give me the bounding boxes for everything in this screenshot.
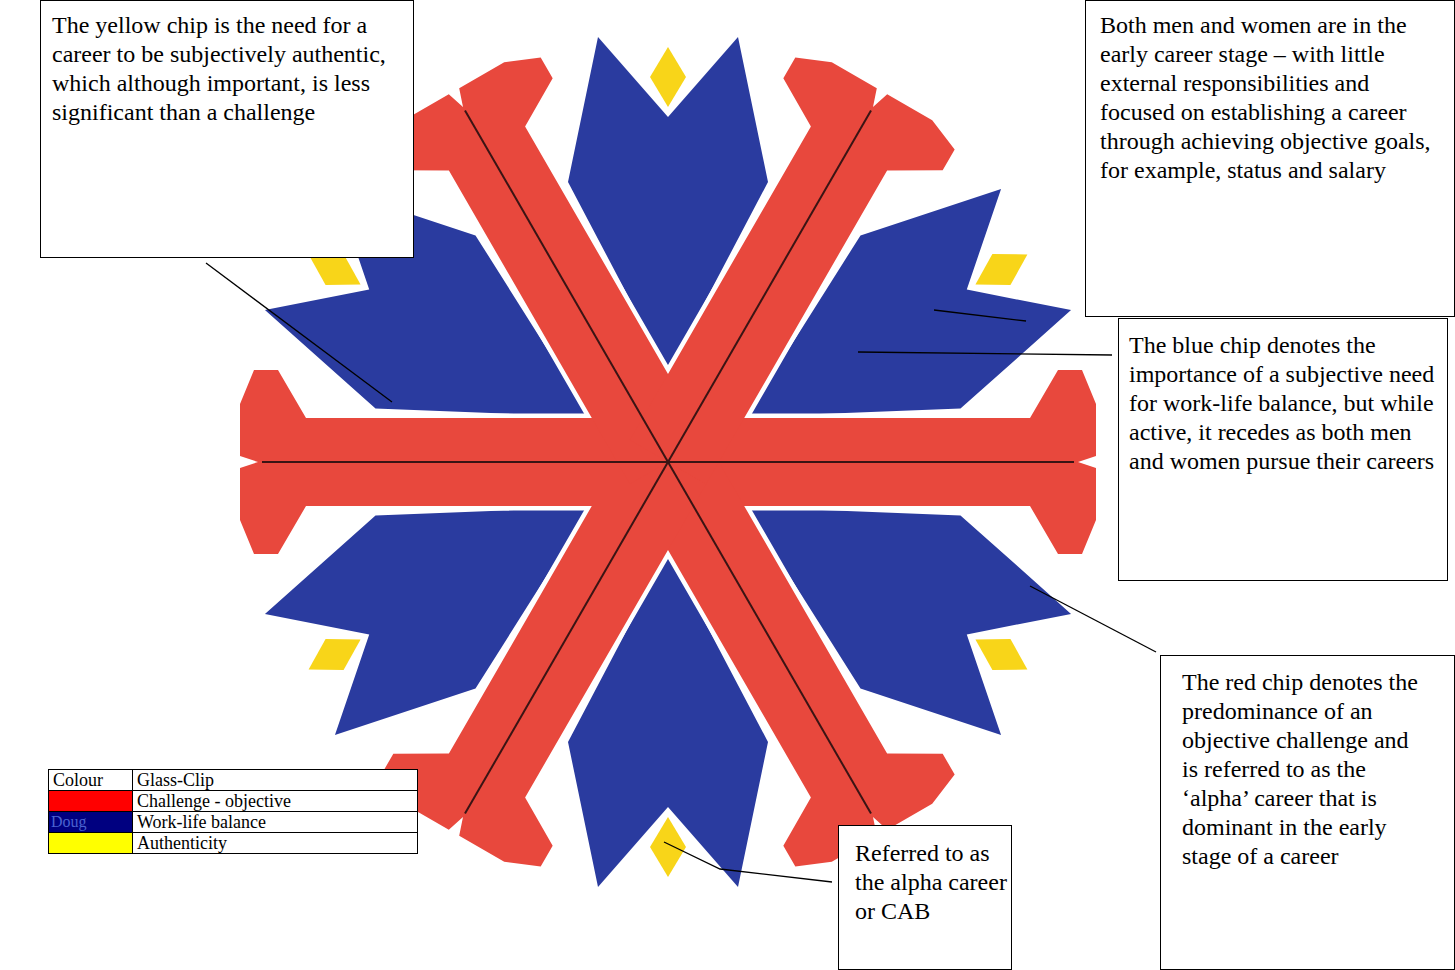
legend-swatch	[49, 791, 133, 811]
legend-text: Work-life balance	[133, 812, 270, 832]
legend-header-cell: Glass-Clip	[133, 770, 218, 790]
callout-box: The yellow chip is the need for a career…	[40, 0, 414, 258]
table-header: Colour	[49, 770, 107, 790]
callout-text: The red chip denotes the predominance of…	[1182, 668, 1426, 871]
callout-box: The red chip denotes the predominance of…	[1160, 655, 1455, 970]
legend-row: Doug Work-life balance	[49, 812, 417, 833]
legend-table: ColourGlass-ClipChallenge - objectiveDou…	[48, 769, 418, 854]
callout-text: Referred to as the alpha career or CAB	[855, 839, 1007, 926]
legend-header-cell: Colour	[49, 770, 133, 790]
callout-box: Referred to as the alpha career or CAB	[838, 825, 1012, 970]
swatch-text: Doug	[49, 813, 87, 830]
legend-text: Authenticity	[133, 833, 231, 853]
legend-header-row: Colour Glass-Clip	[49, 770, 417, 791]
table-header: Glass-Clip	[133, 770, 218, 790]
callout-box: Both men and women are in the early care…	[1085, 0, 1455, 317]
callout-text: The blue chip denotes the importance of …	[1129, 331, 1439, 476]
legend-row: Authenticity	[49, 833, 417, 854]
legend-text: Challenge - objective	[133, 791, 295, 811]
callout-text: The yellow chip is the need for a career…	[52, 11, 405, 127]
callout-box: The blue chip denotes the importance of …	[1118, 318, 1448, 581]
legend-swatch	[49, 833, 133, 853]
callout-text: Both men and women are in the early care…	[1100, 11, 1444, 185]
legend-row: Challenge - objective	[49, 791, 417, 812]
legend-swatch: Doug	[49, 812, 133, 832]
